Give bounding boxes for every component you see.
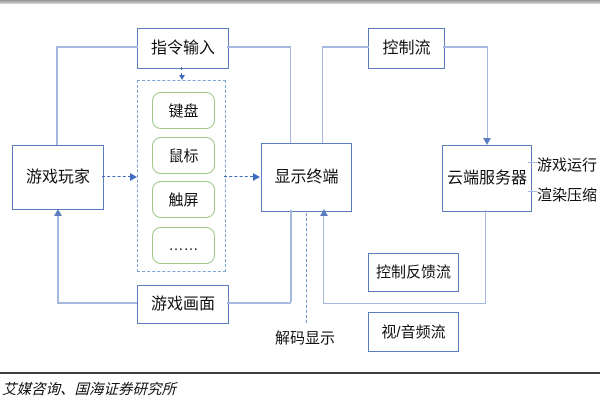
connector-controlflow-to-cloud-h: [443, 46, 488, 48]
node-game-screen: 游戏画面: [137, 285, 229, 324]
connector-screen-to-player-v: [57, 216, 59, 302]
connector-display-to-controlflow-h: [321, 46, 369, 48]
source-note: 艾媒咨询、国海证券研究所: [2, 382, 176, 398]
dashed-command-to-devices: [181, 67, 182, 76]
connector-screen-to-player-h: [57, 302, 137, 304]
connector-cloud-feedback-v: [484, 210, 486, 303]
connector-screen-to-display-v: [290, 210, 292, 302]
node-command-input: 指令输入: [137, 28, 229, 69]
connector-controlflow-to-cloud-v: [486, 46, 488, 138]
connector-command-to-player-v: [56, 46, 58, 145]
tick-game-running: [528, 162, 537, 164]
label-render-compression: 渲染压缩: [537, 187, 598, 204]
node-av-stream: 视/音频流: [368, 312, 459, 352]
footer-rule: [0, 372, 600, 374]
connector-feedback-to-display-v: [322, 216, 324, 303]
tick-render-compression: [528, 191, 537, 193]
connector-command-to-display-v: [289, 46, 291, 143]
arrowhead-into-cloud-server: [483, 138, 491, 145]
device-keyboard: 键盘: [152, 92, 215, 129]
device-touchscreen: 触屏: [152, 181, 215, 218]
connector-command-to-display-h: [227, 46, 291, 48]
node-game-player: 游戏玩家: [12, 145, 104, 210]
connector-display-to-controlflow-v: [321, 46, 323, 143]
arrowhead-into-device-group: [179, 75, 185, 80]
node-cloud-server: 云端服务器: [442, 145, 532, 212]
connector-feedback-h: [322, 302, 486, 304]
connector-screen-to-display-h: [227, 302, 291, 304]
node-control-feedback-flow: 控制反馈流: [368, 253, 459, 292]
device-mouse: 鼠标: [152, 137, 215, 174]
arrowhead-into-display-terminal: [319, 209, 328, 216]
node-display-terminal: 显示终端: [261, 143, 352, 212]
node-control-flow: 控制流: [368, 28, 445, 69]
callout-decode-display-line: [306, 213, 307, 323]
label-game-running: 游戏运行: [537, 157, 598, 174]
arrowhead-into-display-left: [253, 173, 260, 181]
arrowhead-into-devices: [130, 173, 137, 181]
dashed-arrow-devices-to-display: [224, 176, 253, 177]
dashed-arrow-player-to-devices: [102, 176, 131, 177]
connector-command-to-player-h: [56, 46, 138, 48]
label-decode-display: 解码显示: [275, 330, 336, 347]
top-window-border: [0, 0, 600, 4]
device-ellipsis: ……: [152, 227, 215, 264]
arrowhead-into-player: [54, 209, 62, 216]
